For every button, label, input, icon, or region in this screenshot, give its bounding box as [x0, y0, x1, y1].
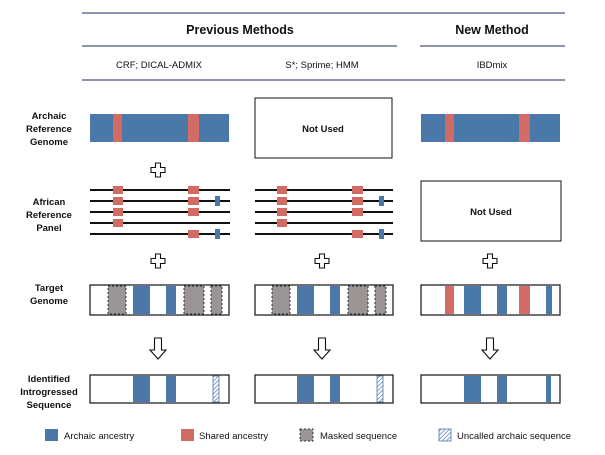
legend: Archaic ancestry Shared ancestry Masked … [45, 428, 571, 442]
masked-segment [271, 285, 291, 315]
plus-icon [314, 253, 330, 269]
masked-segment [183, 285, 205, 315]
svg-text:Target: Target [35, 283, 64, 294]
uncalled-swatch [438, 428, 452, 442]
target-genome-col3 [420, 284, 561, 316]
shared-segment [519, 114, 530, 142]
archaic-segment [297, 376, 314, 402]
row-label-archaic-reference-genome: Archaic Reference Genome [26, 111, 72, 148]
row-label-target-genome: Target Genome [30, 283, 68, 307]
archaic-segment [464, 376, 481, 402]
target-genome-col1 [89, 284, 230, 316]
svg-text:Panel: Panel [36, 223, 61, 234]
not-used-label: Not Used [470, 207, 512, 218]
archaic-genome-col1 [90, 114, 229, 142]
plus-icon [150, 162, 166, 178]
row-label-identified-introgressed-sequence: Identified Introgressed Sequence [20, 374, 78, 411]
identified-sequence-col2 [254, 374, 394, 404]
archaic-segment [133, 376, 150, 402]
identified-sequence-col3 [420, 374, 561, 404]
down-arrow-icon [148, 337, 168, 360]
svg-text:Sequence: Sequence [27, 400, 72, 411]
archaic-segment [297, 286, 314, 314]
masked-segment [210, 285, 223, 315]
svg-text:Genome: Genome [30, 137, 68, 148]
svg-text:Identified: Identified [28, 374, 70, 385]
archaic-segment [497, 286, 507, 314]
shared-segment [445, 114, 454, 142]
archaic-segment [330, 376, 340, 402]
not-used-box-archaic-col2: Not Used [254, 97, 393, 159]
previous-methods-heading: Previous Methods [186, 23, 294, 37]
not-used-label: Not Used [302, 124, 344, 135]
svg-text:Masked sequence: Masked sequence [320, 431, 397, 442]
plus-icon [482, 253, 498, 269]
svg-text:Introgressed: Introgressed [20, 387, 78, 398]
svg-text:Shared ancestry: Shared ancestry [199, 431, 268, 442]
row-label-african-reference-panel: African Reference Panel [26, 197, 72, 234]
svg-text:Genome: Genome [30, 296, 68, 307]
archaic-segment [546, 376, 551, 402]
svg-text:Reference: Reference [26, 124, 72, 135]
archaic-genome-col3 [421, 114, 560, 142]
legend-shared-ancestry: Shared ancestry [181, 429, 268, 442]
uncalled-archaic-segment [212, 375, 220, 403]
legend-archaic-ancestry: Archaic ancestry [45, 429, 134, 442]
masked-segment [107, 285, 127, 315]
down-arrow-icon [480, 337, 500, 360]
archaic-swatch [45, 429, 58, 441]
archaic-segment [330, 286, 340, 314]
plus-symbols [150, 162, 498, 269]
svg-text:African: African [33, 197, 66, 208]
identified-sequence-col1 [89, 374, 230, 404]
archaic-segment [464, 286, 481, 314]
shared-segment [188, 114, 199, 142]
archaic-segment [166, 286, 176, 314]
masked-swatch [299, 428, 314, 442]
svg-text:Archaic ancestry: Archaic ancestry [64, 431, 134, 442]
archaic-segment [133, 286, 150, 314]
method-col3-label: IBDmix [477, 60, 508, 71]
method-col1-label: CRF; DICAL-ADMIX [116, 60, 203, 71]
svg-text:Archaic: Archaic [32, 111, 67, 122]
masked-segment [374, 285, 387, 315]
not-used-box-panel-col3: Not Used [420, 180, 562, 242]
african-panel-col1 [90, 186, 230, 239]
shared-swatch [181, 429, 194, 441]
svg-text:Uncalled archaic sequence: Uncalled archaic sequence [457, 431, 571, 442]
uncalled-archaic-segment [376, 375, 384, 403]
legend-masked-sequence: Masked sequence [299, 428, 397, 442]
down-arrows [148, 337, 500, 360]
masked-segment [347, 285, 369, 315]
down-arrow-icon [312, 337, 332, 360]
shared-segment [113, 114, 122, 142]
archaic-segment [546, 286, 552, 314]
target-genome-col2 [254, 284, 394, 316]
svg-text:Reference: Reference [26, 210, 72, 221]
african-panel-col2 [255, 186, 393, 239]
new-method-heading: New Method [455, 23, 529, 37]
legend-uncalled-archaic-sequence: Uncalled archaic sequence [438, 428, 571, 442]
plus-icon [150, 253, 166, 269]
archaic-segment [497, 376, 507, 402]
method-col2-label: S*; Sprime; HMM [285, 60, 358, 71]
shared-segment [445, 286, 454, 314]
archaic-segment [166, 376, 176, 402]
shared-segment [519, 286, 530, 314]
